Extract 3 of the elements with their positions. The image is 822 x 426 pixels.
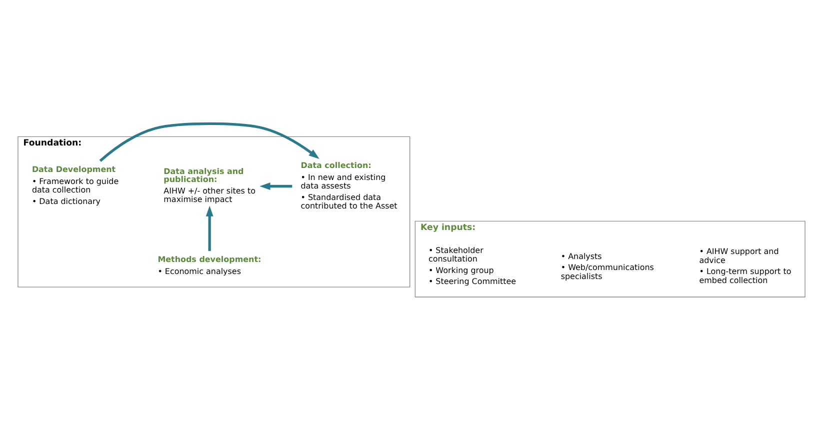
arrow <box>98 122 319 162</box>
arrow <box>259 182 292 190</box>
arrow <box>205 206 213 251</box>
